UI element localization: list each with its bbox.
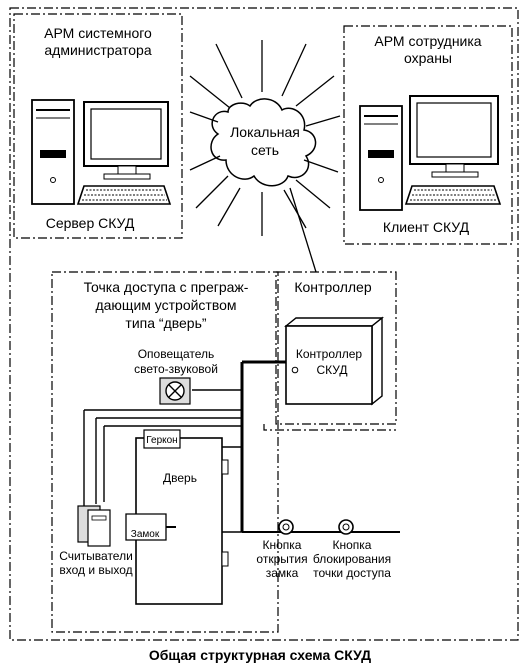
lock-label: Замок — [131, 529, 160, 540]
annunciator-label-line1: Оповещатель — [138, 347, 215, 361]
network-rays — [189, 40, 341, 273]
admin-computer — [31, 99, 172, 205]
door-hinge-top — [221, 459, 229, 475]
reed-switch-label: Геркон — [146, 435, 177, 446]
access-point-title-line2: дающим устройством — [95, 297, 236, 313]
controller-device-line1: Контроллер — [296, 347, 363, 361]
access-point-title-line1: Точка доступа с преграж- — [84, 279, 249, 295]
card-readers — [77, 505, 111, 547]
guard-caption: Клиент СКУД — [383, 219, 470, 235]
block-access-button — [338, 519, 354, 535]
door — [125, 429, 229, 605]
controller-device — [284, 316, 384, 406]
open-button-label-line1: Кнопка — [263, 538, 302, 552]
annunciator-label-line2: свето-звуковой — [134, 362, 218, 376]
reed-switch — [143, 429, 181, 449]
guard-workstation-box — [343, 25, 513, 245]
controller-device-line2: СКУД — [316, 363, 347, 377]
light-sound-annunciator — [159, 377, 191, 405]
network-label-line1: Локальная — [230, 124, 300, 140]
admin-title-line1: АРМ системного — [44, 25, 152, 41]
readers-label-line1: Считыватели — [59, 549, 133, 563]
access-point-box — [51, 271, 279, 633]
controller-box — [275, 271, 397, 425]
admin-workstation-box — [13, 13, 183, 239]
lower-region-boundary — [263, 424, 396, 431]
open-button-label-line3: замка — [266, 566, 299, 580]
block-button-label-line2: блокирования — [313, 552, 391, 566]
admin-caption: Сервер СКУД — [46, 215, 135, 231]
readers-label-line2: вход и выход — [59, 563, 132, 577]
guard-title-line2: охраны — [404, 50, 452, 66]
admin-title-line2: администратора — [44, 42, 151, 58]
door-label: Дверь — [163, 471, 197, 485]
block-button-label-line1: Кнопка — [333, 538, 372, 552]
open-button-label-line2: открытия — [256, 552, 307, 566]
door-lock — [125, 513, 167, 541]
controller-box-title: Контроллер — [294, 279, 371, 295]
network-label-line2: сеть — [251, 142, 279, 158]
outer-system-frame — [9, 7, 519, 641]
local-network-cloud — [210, 98, 317, 187]
guard-computer — [359, 95, 502, 211]
guard-title-line1: АРМ сотрудника — [374, 33, 481, 49]
door-hinge-bottom — [221, 551, 229, 567]
diagram-title: Общая структурная схема СКУД — [149, 647, 371, 663]
block-button-label-line3: точки доступа — [313, 566, 391, 580]
open-lock-button — [278, 519, 294, 535]
admin-system-unit — [31, 99, 75, 205]
access-point-title-line3: типа “дверь” — [125, 315, 206, 331]
